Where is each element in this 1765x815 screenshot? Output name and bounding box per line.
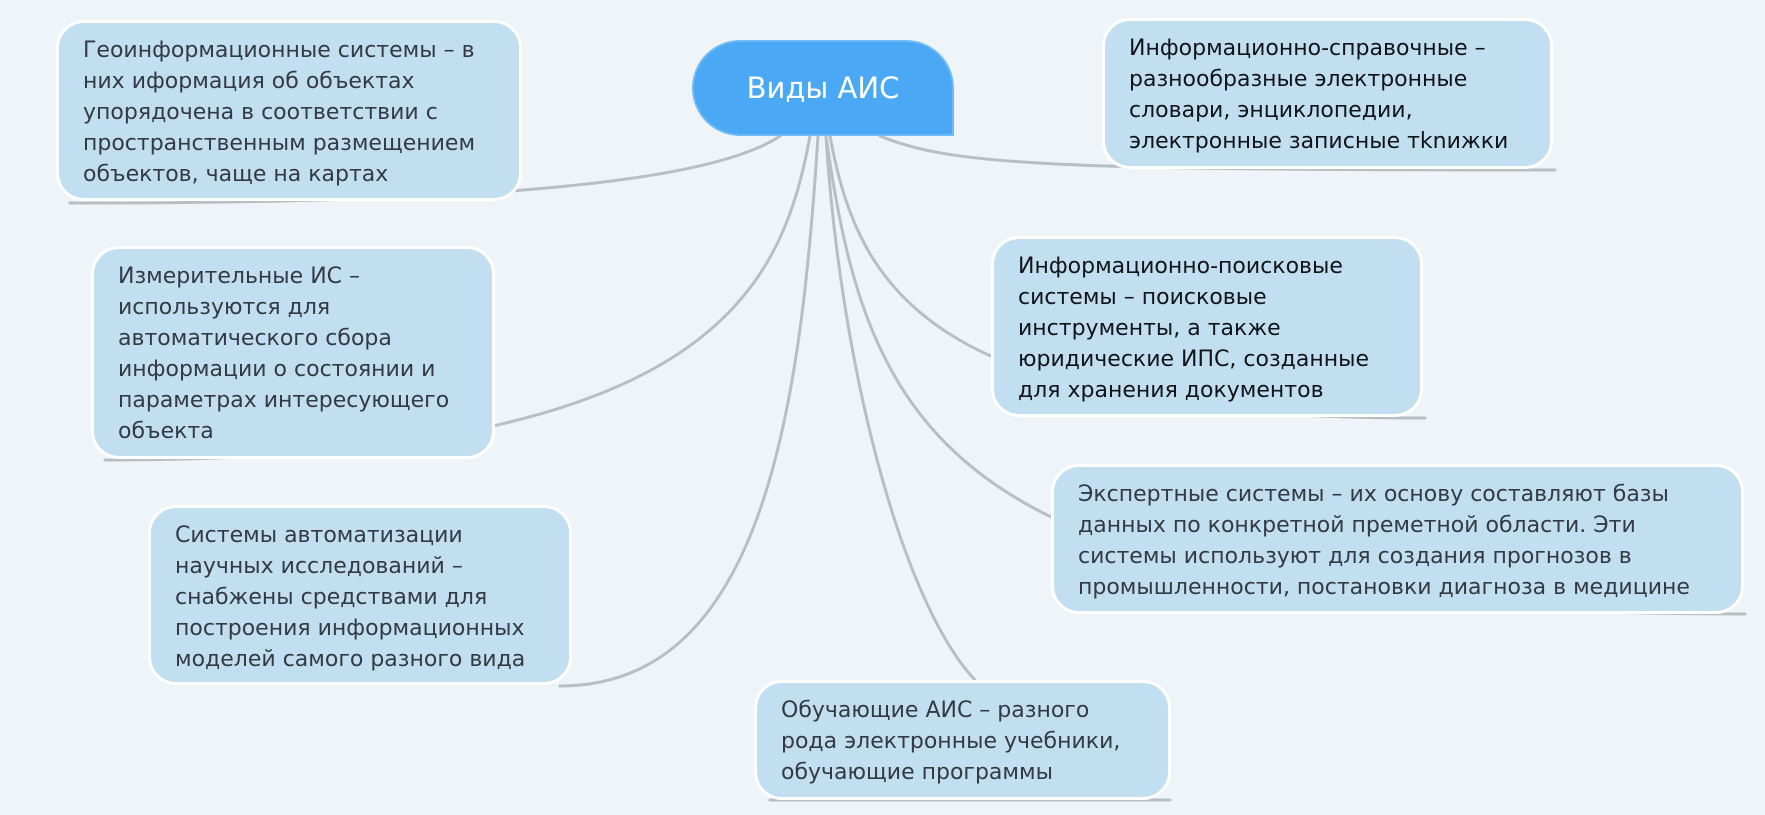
- central-topic[interactable]: Виды АИС: [692, 40, 954, 136]
- node-line: системы – поисковые: [1018, 285, 1267, 310]
- node-line: моделей самого разного вида: [175, 647, 526, 672]
- node-line: упорядочена в соответствии с: [83, 100, 438, 125]
- node-line: системы используют для создания прогнозо…: [1078, 544, 1632, 569]
- node-line: Обучающие АИС – разного: [781, 698, 1090, 723]
- node-line: Экспертные системы – их основу составляю…: [1078, 482, 1669, 507]
- central-topic-label: Виды АИС: [746, 71, 900, 105]
- node-line: рода электронные учебники,: [781, 729, 1121, 754]
- node-line: информации о состоянии и: [118, 357, 436, 382]
- node-line: Системы автоматизации: [175, 523, 463, 548]
- node-line: Измерительные ИС –: [118, 264, 361, 289]
- node-line: пространственным размещением: [83, 131, 476, 156]
- node-line: параметрах интересующего: [118, 388, 450, 413]
- node-research[interactable]: Системы автоматизации научных исследован…: [148, 505, 572, 685]
- node-line: для хранения документов: [1018, 378, 1324, 403]
- node-line: научных исследований –: [175, 554, 463, 579]
- node-measure[interactable]: Измерительные ИС – используются для авто…: [91, 246, 495, 459]
- connector-research: [558, 134, 820, 688]
- node-line: инструменты, а также: [1018, 316, 1281, 341]
- node-line: снабжены средствами для: [175, 585, 488, 610]
- connector-learning: [824, 134, 977, 682]
- connector-reference: [878, 134, 1557, 172]
- node-learning[interactable]: Обучающие АИС – разного рода электронные…: [754, 680, 1171, 800]
- node-line: промышленности, постановки диагноза в ме…: [1078, 575, 1690, 600]
- node-search[interactable]: Информационно-поисковые системы – поиско…: [991, 236, 1423, 417]
- node-geo[interactable]: Геоинформационные системы – в них иформа…: [56, 20, 522, 201]
- node-line: электронные записные тknижки: [1129, 129, 1509, 154]
- node-line: Информационно-поисковые: [1018, 254, 1343, 279]
- node-line: объекта: [118, 419, 214, 444]
- node-line: разнообразные электронные: [1129, 67, 1468, 92]
- node-line: автоматического сбора: [118, 326, 392, 351]
- node-line: объектов, чаще на картах: [83, 162, 389, 187]
- node-line: них иформация об объектах: [83, 69, 415, 94]
- node-expert[interactable]: Экспертные системы – их основу составляю…: [1051, 464, 1744, 614]
- connector-geo: [68, 134, 782, 205]
- node-line: данных по конкретной преметной области. …: [1078, 513, 1636, 538]
- node-line: Информационно-справочные –: [1129, 36, 1486, 61]
- node-line: обучающие программы: [781, 760, 1053, 785]
- node-line: используются для: [118, 295, 331, 320]
- node-line: построения информационных: [175, 616, 525, 641]
- node-reference[interactable]: Информационно-справочные – разнообразные…: [1102, 18, 1553, 169]
- node-line: юридические ИПС, созданные: [1018, 347, 1370, 372]
- node-line: словари, энциклопедии,: [1129, 98, 1413, 123]
- node-line: Геоинформационные системы – в: [83, 38, 475, 63]
